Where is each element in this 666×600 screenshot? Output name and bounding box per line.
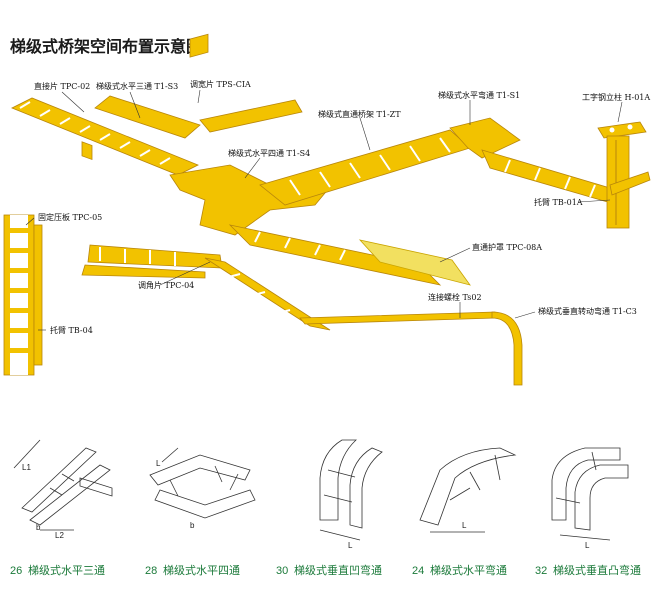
- page-title: 梯级式桥架空间布置示意图: [10, 37, 202, 56]
- captions: 26 梯级式水平三通 28 梯级式水平四通 30 梯级式垂直凹弯通 24 梯级式…: [10, 563, 641, 577]
- drawing-horizontal-cross: L b: [149, 447, 256, 530]
- dim-l-hbend: L: [462, 521, 467, 530]
- label-tb01a: 托臂 TB-01A: [534, 197, 583, 207]
- tray-section-main-straight: [259, 129, 471, 206]
- label-tpscia: 调宽片 TPS-CIA: [190, 79, 251, 89]
- dim-l-concave: L: [348, 541, 353, 550]
- side-rail-lower: [299, 311, 496, 325]
- drawing-vertical-concave-bend: L: [319, 439, 383, 550]
- label-ts02: 连接螺栓 Ts02: [428, 292, 482, 302]
- leader-lines: [25, 89, 623, 331]
- tpc02-plate: [81, 141, 93, 161]
- label-t1zt: 梯级式直通桥架 T1-ZT: [318, 109, 401, 119]
- dim-l-cross: L: [156, 459, 161, 468]
- caption-text-30: 梯级式垂直凹弯通: [294, 563, 382, 577]
- label-tpc02: 直接片 TPC-02: [34, 81, 90, 91]
- caption-text-28: 梯级式水平四通: [163, 564, 240, 577]
- caption-num-32: 32: [535, 565, 547, 577]
- label-tpc04: 调角片 TPC-04: [138, 280, 194, 290]
- label-t1s1: 梯级式水平弯通 T1-S1: [438, 90, 520, 100]
- vertical-ladder-left: [3, 214, 43, 376]
- dim-l-convex: L: [585, 541, 590, 550]
- tray-assembly: [11, 33, 619, 386]
- tray-section-lower-right: [228, 224, 442, 286]
- caption-text-24: 梯级式水平弯通: [430, 563, 507, 577]
- straight-cover: [358, 239, 471, 286]
- dim-b-cross: b: [190, 521, 195, 530]
- caption-num-28: 28: [145, 565, 157, 577]
- caption-num-24: 24: [412, 565, 424, 577]
- dim-b-tee: b: [36, 523, 41, 532]
- vertical-rotating-bend: [491, 311, 523, 386]
- dim-l2: L2: [55, 531, 64, 540]
- label-t1c3: 梯级式垂直转动弯通 T1-C3: [538, 306, 637, 316]
- drawing-horizontal-bend: L: [419, 447, 517, 533]
- tray-section-right: [481, 149, 619, 206]
- caption-text-32: 梯级式垂直凸弯通: [553, 563, 641, 577]
- tray-section-lower-left-2: [81, 264, 206, 279]
- tray-section-top-short: [94, 95, 201, 139]
- label-tb04: 托臂 TB-04: [50, 325, 93, 335]
- caption-num-26: 26: [10, 565, 22, 577]
- tpscia-plate: [189, 33, 209, 58]
- label-t1s4: 梯级式水平四通 T1-S4: [228, 148, 310, 158]
- part-labels: 直接片 TPC-02 梯级式水平三通 T1-S3 调宽片 TPS-CIA 梯级式…: [34, 79, 650, 335]
- i-beam-column: [597, 121, 651, 229]
- horizontal-bend: [449, 117, 521, 159]
- drawing-horizontal-tee: L1 L2 b: [13, 439, 113, 540]
- label-h01a: 工字钢立柱 H-01A: [582, 92, 650, 102]
- dim-l1: L1: [22, 463, 31, 472]
- label-t1s3: 梯级式水平三通 T1-S3: [96, 81, 178, 91]
- label-tpc08a: 直通护罩 TPC-08A: [472, 242, 542, 252]
- drawing-vertical-convex-bend: L: [551, 447, 629, 550]
- caption-text-26: 梯级式水平三通: [28, 564, 105, 577]
- label-tpc05: 固定压板 TPC-05: [38, 212, 102, 222]
- tray-section-top-right: [199, 99, 303, 133]
- tray-section-lower-left: [87, 244, 223, 269]
- caption-num-30: 30: [276, 565, 288, 577]
- fitting-drawings: L1 L2 b L b L L: [13, 439, 629, 550]
- rung-lines: [19, 101, 596, 315]
- support-arm: [609, 171, 651, 196]
